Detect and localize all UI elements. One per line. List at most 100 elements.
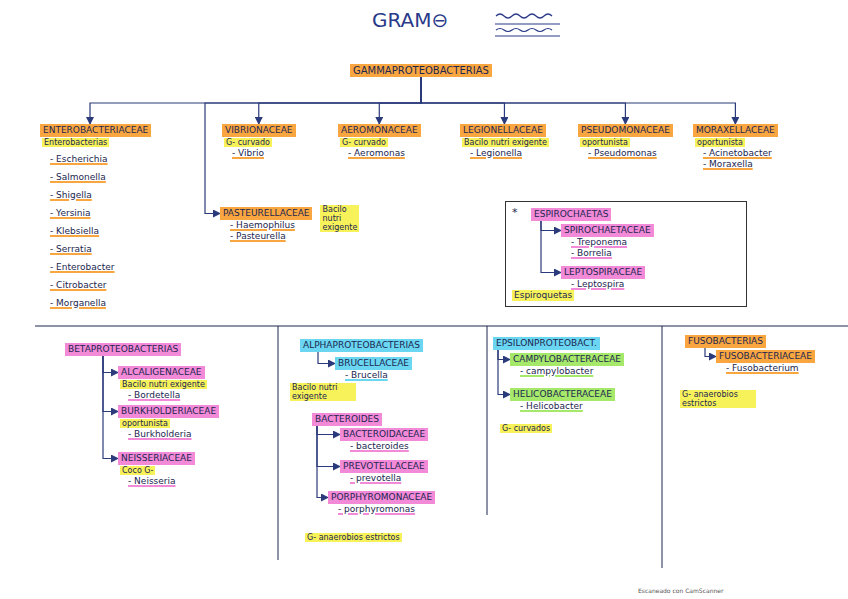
tree-arrow bbox=[421, 77, 735, 124]
genus-item: - Vibrio bbox=[230, 148, 266, 159]
asterisk-mark: * bbox=[510, 207, 520, 218]
tree-arrow bbox=[259, 77, 421, 124]
genus-item: - Helicobacter bbox=[518, 401, 585, 412]
note-highlight: oportunista bbox=[120, 419, 170, 428]
taxon-heading: ESPIROCHAETAS bbox=[531, 208, 611, 221]
genus-item: - Moraxella bbox=[701, 159, 755, 170]
genus-item: - prevotella bbox=[348, 473, 403, 484]
taxon-node: FUSOBACTERIACEAE- Fusobacterium bbox=[716, 350, 815, 374]
note-highlight: G- curvados bbox=[500, 424, 552, 433]
tree-arrow bbox=[318, 352, 335, 364]
genus-item: - Serratia bbox=[48, 244, 94, 255]
taxon-node: EPSILONPROTEOBACT. bbox=[493, 337, 600, 350]
taxon-node: BRUCELLACEAE- Brucella bbox=[335, 357, 412, 381]
taxon-node: PASTEURELLACEAEBacilo nutri exigente- Ha… bbox=[220, 207, 312, 242]
genus-item: - Legionella bbox=[468, 148, 524, 159]
genus-item: - Aeromonas bbox=[346, 148, 407, 159]
divider-lines bbox=[35, 326, 848, 568]
taxon-heading: HELICOBACTERACEAE bbox=[510, 388, 615, 401]
genus-item: - Leptospira bbox=[569, 279, 626, 290]
taxon-node: MORAXELLACEAEoportunista- Acinetobacter-… bbox=[693, 124, 778, 170]
taxon-heading: PREVOTELLACEAE bbox=[340, 460, 428, 473]
tree-arrow bbox=[317, 426, 340, 435]
genus-item: - porphyromonas bbox=[336, 504, 417, 515]
taxon-node: LEGIONELLACEAEBacilo nutri exigente- Leg… bbox=[460, 124, 549, 159]
tree-arrow bbox=[205, 77, 421, 214]
genus-item: - Brucella bbox=[343, 370, 390, 381]
note-highlight: Bacilo nutri exigente bbox=[320, 205, 359, 232]
taxon-heading: ALCALIGENACEAE bbox=[118, 366, 205, 379]
tree-arrow bbox=[421, 77, 625, 124]
genus-item: - Shigella bbox=[48, 190, 94, 201]
note-highlight: oportunista bbox=[695, 138, 745, 147]
genus-item: - Treponema bbox=[569, 237, 629, 248]
taxon-heading: ENTEROBACTERIACEAE bbox=[40, 124, 151, 137]
taxon-heading: BETAPROTEOBACTERIAS bbox=[65, 343, 181, 356]
taxon-heading: CAMPYLOBACTERACEAE bbox=[510, 353, 624, 366]
genus-item: - Citrobacter bbox=[48, 280, 108, 291]
note-highlight: Bacilo nutri exigente bbox=[290, 383, 356, 401]
tree-arrow bbox=[498, 350, 510, 360]
taxon-heading: BURKHOLDERIACEAE bbox=[118, 405, 219, 418]
taxon-heading: FUSOBACTERIAS bbox=[685, 335, 766, 348]
taxon-node: PREVOTELLACEAE- prevotella bbox=[340, 460, 428, 484]
note-highlight: Bacilo nutri exigente bbox=[462, 138, 549, 147]
note-highlight: G- anaerobios estrictos bbox=[680, 390, 756, 408]
tree-arrow bbox=[705, 348, 716, 357]
watermark: Escaneado con CamScanner bbox=[636, 587, 725, 594]
taxon-node: SPIROCHAETACEAE- Treponema- Borrelia bbox=[561, 224, 654, 259]
genus-item: - Morganella bbox=[48, 298, 108, 309]
genus-item: - Bordetella bbox=[126, 390, 182, 401]
taxon-node: BACTEROIDES bbox=[312, 413, 382, 426]
taxon-heading: PSEUDOMONACEAE bbox=[578, 124, 673, 137]
tree-arrow bbox=[317, 426, 328, 498]
title-scribble bbox=[495, 14, 560, 36]
taxon-heading: AEROMONACEAE bbox=[338, 124, 421, 137]
taxon-heading: BACTEROIDACEAE bbox=[340, 428, 428, 441]
tree-arrow bbox=[541, 221, 561, 273]
tree-arrow bbox=[103, 356, 118, 373]
genus-item: - campylobacter bbox=[518, 366, 595, 377]
taxon-heading: LEGIONELLACEAE bbox=[460, 124, 546, 137]
taxon-heading: FUSOBACTERIACEAE bbox=[716, 350, 815, 363]
tree-arrow bbox=[541, 221, 561, 231]
genus-item: - Escherichia bbox=[48, 154, 110, 165]
note-highlight: Bacilo nutri exigente bbox=[120, 380, 207, 389]
genus-item: - Neisseria bbox=[126, 476, 178, 487]
taxon-heading: PORPHYROMONACEAE bbox=[328, 491, 435, 504]
taxon-node: VIBRIONACEAEG- curvado- Vibrio bbox=[222, 124, 296, 159]
taxon-heading: BRUCELLACEAE bbox=[335, 357, 412, 370]
note-highlight: G- anaerobios estrictos bbox=[305, 533, 402, 542]
taxon-node: LEPTOSPIRACEAE- Leptospira bbox=[561, 266, 645, 290]
taxon-heading: BACTEROIDES bbox=[312, 413, 382, 426]
genus-item: - Klebsiella bbox=[48, 226, 101, 237]
taxon-node: ENTEROBACTERIACEAEEnterobacterias - Esche… bbox=[40, 124, 151, 309]
taxon-heading: MORAXELLACEAE bbox=[693, 124, 778, 137]
tree-arrow bbox=[103, 356, 118, 412]
genus-item: - Yersinia bbox=[48, 208, 93, 219]
genus-item: - Haemophilus bbox=[228, 220, 297, 231]
note-highlight: G- curvado bbox=[340, 138, 388, 147]
taxon-heading: SPIROCHAETACEAE bbox=[561, 224, 654, 237]
taxon-node: BETAPROTEOBACTERIAS bbox=[65, 343, 181, 356]
taxon-heading: VIBRIONACEAE bbox=[222, 124, 296, 137]
genus-item: - Pseudomonas bbox=[586, 148, 659, 159]
taxon-heading: EPSILONPROTEOBACT. bbox=[493, 337, 600, 350]
tree-arrow bbox=[421, 77, 505, 124]
taxon-node: PORPHYROMONACEAE- porphyromonas bbox=[328, 491, 435, 515]
taxon-node: AEROMONACEAEG- curvado- Aeromonas bbox=[338, 124, 421, 159]
taxon-node: ESPIROCHAETAS bbox=[531, 208, 611, 221]
tree-arrow bbox=[379, 77, 421, 124]
taxon-node: BURKHOLDERIACEAEoportunista- Burkholderi… bbox=[118, 405, 219, 440]
tree-arrow bbox=[498, 350, 510, 395]
genus-item: - Enterobacter bbox=[48, 262, 117, 273]
genus-item: - Borrelia bbox=[569, 248, 614, 259]
taxon-node: NEISSERIACEAECoco G-- Neisseria bbox=[118, 452, 195, 487]
taxon-node: PSEUDOMONACEAEoportunista- Pseudomonas bbox=[578, 124, 673, 159]
note-highlight: Enterobacterias bbox=[42, 138, 109, 147]
group-box: ESPIROCHAETASSPIROCHAETACEAE- Treponema-… bbox=[505, 201, 747, 307]
taxon-node: FUSOBACTERIAS bbox=[685, 335, 766, 348]
taxon-heading: PASTEURELLACEAE bbox=[220, 207, 312, 220]
